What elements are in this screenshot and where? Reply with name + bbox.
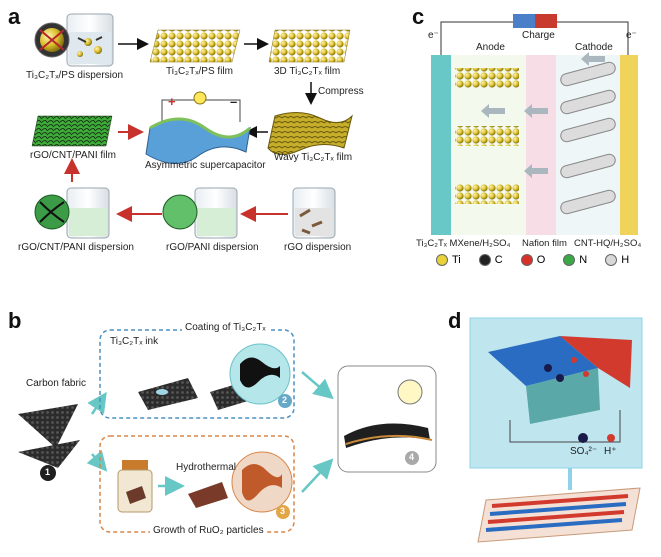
step-3-label: 3 xyxy=(280,506,286,516)
coated-fabric-1 xyxy=(138,378,198,410)
legend-item-n: N xyxy=(563,254,587,266)
panel-label-a: a xyxy=(8,4,21,29)
step-3-badge xyxy=(276,505,290,519)
label-minus: – xyxy=(230,94,238,109)
nafion-film xyxy=(526,55,556,235)
legend-item-c: C xyxy=(478,254,503,266)
step-2-badge xyxy=(278,394,292,408)
label-proton: H⁺ xyxy=(604,446,617,457)
ps-dispersion-beaker xyxy=(66,13,114,67)
panel-label-b: b xyxy=(8,308,22,333)
label-growth: Growth of RuO₂ particles xyxy=(150,525,267,536)
legend-dot-h xyxy=(605,254,618,266)
label-ps-film: Ti₃C₂Tₓ/PS film xyxy=(166,66,233,77)
rgo-cnt-pani-film xyxy=(31,115,113,147)
legend-text-c: C xyxy=(494,254,503,266)
carbon-fabric-bottom xyxy=(18,440,80,468)
label-hydrothermal: Hydrothermal xyxy=(176,462,237,473)
asymmetric-supercapacitor xyxy=(145,91,252,164)
arrow-to-hydrothermal xyxy=(86,450,108,472)
label-compress: Compress xyxy=(318,86,364,97)
lightbulb-icon xyxy=(397,379,423,405)
label-nafion: Nafion film xyxy=(522,238,567,249)
label-rgo-pani-dispersion: rGO/PANI dispersion xyxy=(166,242,259,253)
wavy-film xyxy=(267,112,353,155)
step-1-label: 1 xyxy=(45,467,51,477)
cathode-collector xyxy=(620,55,638,235)
step-4-badge xyxy=(405,451,419,465)
panel-d xyxy=(469,317,643,543)
carbon-fabric-top xyxy=(18,404,78,448)
red-electrode xyxy=(560,336,632,388)
panel-b xyxy=(18,329,437,533)
ink-drop xyxy=(156,389,168,395)
panel-c xyxy=(431,14,638,235)
label-carbon-fabric: Carbon fabric xyxy=(26,378,87,389)
blue-electrode xyxy=(488,336,598,386)
autoclave-bottle xyxy=(117,460,153,513)
rgo-cnt-pani-beaker xyxy=(34,187,110,239)
label-rgo-cnt-pani-film: rGO/CNT/PANI film xyxy=(30,150,116,161)
flow-arrows xyxy=(481,52,605,178)
step-4-label: 4 xyxy=(409,452,415,462)
label-3d-film: 3D Ti₃C₂Tₓ film xyxy=(274,66,341,77)
label-rgo-cnt-pani-dispersion: rGO/CNT/PANI dispersion xyxy=(18,242,134,253)
ps-sphere-magnified xyxy=(34,22,70,58)
label-cnt-hq: CNT-HQ/H₂SO₄ xyxy=(574,238,642,249)
sulfate-legend-dot xyxy=(578,433,588,443)
step-2-label: 2 xyxy=(282,395,288,405)
ion-dots xyxy=(544,357,589,382)
legend-text-h: H xyxy=(621,254,630,266)
label-rgo-dispersion: rGO dispersion xyxy=(284,242,352,253)
arrow-to-coating xyxy=(87,391,107,415)
label-ps-dispersion: Ti₃C₂Tₓ/PS dispersion xyxy=(26,70,124,81)
legend-dot-ti xyxy=(436,254,448,266)
label-electron-right: e⁻ xyxy=(626,30,637,41)
label-plus: + xyxy=(168,94,176,109)
step-1-badge xyxy=(40,465,56,481)
hydrothermal-box xyxy=(99,435,295,533)
3d-film xyxy=(268,29,351,63)
legend-text-o: O xyxy=(536,254,546,266)
legend-text-ti: Ti xyxy=(452,254,461,266)
label-cathode: Cathode xyxy=(575,42,613,53)
charge-battery xyxy=(440,14,629,55)
label-charge: Charge xyxy=(522,30,555,41)
interdigitated-electrode xyxy=(477,487,641,543)
panel-a xyxy=(31,13,353,239)
ruo2-fabric xyxy=(188,482,228,508)
legend-text-n: N xyxy=(579,254,588,266)
label-electron-left: e⁻ xyxy=(428,30,439,41)
legend-dot-o xyxy=(520,254,533,266)
proton-legend-dot xyxy=(607,434,615,442)
electrolyte-layer xyxy=(526,368,600,424)
panel-label-d: d xyxy=(448,308,462,333)
ps-film xyxy=(149,29,241,63)
anode-collector xyxy=(431,55,451,235)
label-coating: Coating of Ti₃C₂Tₓ xyxy=(182,322,269,333)
atom-legend: Ti C O N H xyxy=(436,254,629,266)
label-asym-supercap: Asymmetric supercapacitor xyxy=(145,160,266,171)
label-sulfate: SO₄²⁻ xyxy=(570,446,598,457)
cnt-tubes xyxy=(560,61,616,215)
label-mxene-electrolyte: Ti₃C₂Tₓ MXene/H₂SO₄ xyxy=(416,238,511,249)
mxene-layers xyxy=(455,68,519,204)
rgo-beaker xyxy=(292,187,336,239)
legend-dot-n xyxy=(563,254,576,266)
label-wavy-film: Wavy Ti₃C₂Tₓ film xyxy=(274,152,353,163)
panel-label-c: c xyxy=(412,4,425,29)
arrow-coating-to-device xyxy=(301,371,334,400)
legend-item-h: H xyxy=(605,254,629,266)
device-box xyxy=(337,365,437,473)
label-ink: Ti₃C₂Tₓ ink xyxy=(110,336,159,347)
circuit-wire xyxy=(509,410,621,443)
legend-item-ti: Ti xyxy=(436,254,461,266)
rgo-pani-beaker xyxy=(162,187,238,239)
legend-dot-c xyxy=(478,254,491,266)
arrow-hydro-to-device xyxy=(301,458,334,493)
label-anode: Anode xyxy=(476,42,505,53)
legend-item-o: O xyxy=(520,254,546,266)
